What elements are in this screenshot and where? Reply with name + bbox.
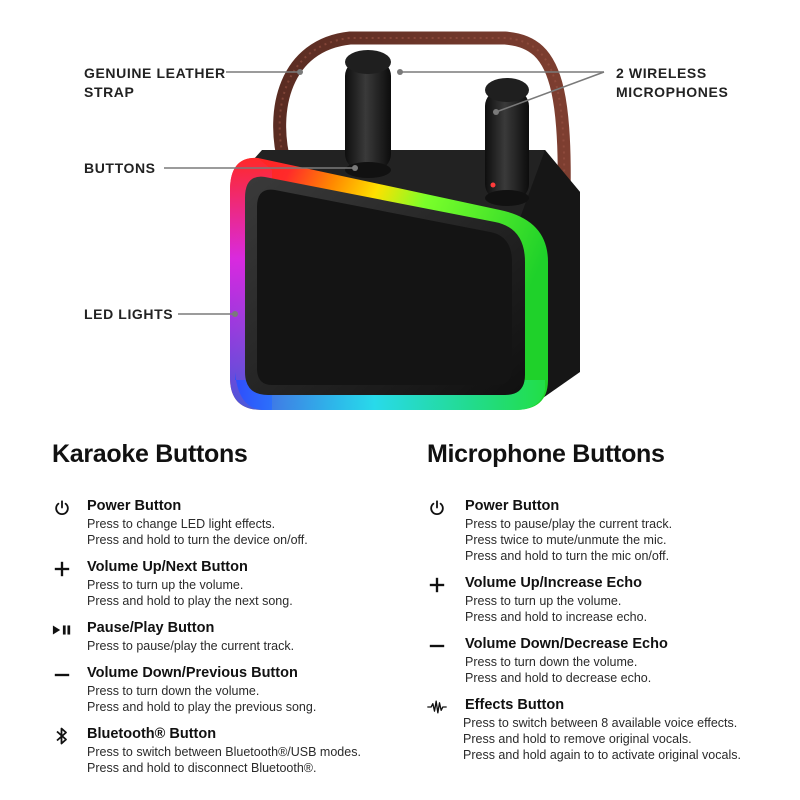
entry-title: Effects Button [465,697,565,713]
minus-icon [427,636,447,656]
callout-leather-strap: GENUINE LEATHER STRAP [84,64,226,102]
waveform-icon [427,697,447,717]
entry-title: Power Button [465,498,560,514]
microphone-buttons-section: Microphone Buttons Power Button Press to… [427,440,787,790]
callout-led-lights: LED LIGHTS [84,306,174,322]
plus-icon [427,575,447,595]
entry-description-line: Press and hold to decrease echo. [465,671,652,685]
callout-buttons: BUTTONS [84,160,156,176]
callout-mic-line-1: 2 WIRELESS [616,65,707,81]
power-icon [52,498,72,518]
entry-description-line: Press to pause/play the current track. [465,517,673,531]
microphone-section-title: Microphone Buttons [427,440,665,468]
callout-strap-line-2: STRAP [84,84,135,100]
callout-wireless-microphones: 2 WIRELESS MICROPHONES [616,64,728,102]
entry-description-line: Press to turn down the volume. [465,655,638,669]
karaoke-speaker-illustration [164,31,605,410]
entry-description-line: Press and hold to disconnect Bluetooth®. [87,761,317,775]
callout-mic-line-2: MICROPHONES [616,84,729,100]
entry-description-line: Press and hold to increase echo. [465,610,648,624]
entry-description-line: Press and hold again to to activate orig… [463,748,741,762]
entry-title: Power Button [87,498,182,514]
callout-strap-line-1: GENUINE LEATHER [84,65,226,81]
entry-description-line: Press and hold to remove original vocals… [463,732,692,746]
entry-description-line: Press and hold to play the next song. [87,594,293,608]
power-icon [427,498,447,518]
bluetooth-icon [52,726,72,746]
entry-description-line: Press and hold to play the previous song… [87,700,317,714]
entry-title: Volume Down/Decrease Echo [465,636,668,652]
entry-description-line: Press to switch between Bluetooth®/USB m… [87,745,361,759]
karaoke-section-title: Karaoke Buttons [52,440,248,468]
play-pause-icon [52,620,72,640]
plus-icon [52,559,72,579]
entry-description-line: Press twice to mute/unmute the mic. [465,533,667,547]
entry-description-line: Press and hold to turn the device on/off… [87,533,308,547]
entry-description-line: Press to pause/play the current track. [87,639,295,653]
karaoke-buttons-section: Karaoke Buttons Power Button Press to ch… [52,440,412,790]
entry-title: Volume Up/Next Button [87,559,248,575]
entry-description-line: Press to turn up the volume. [87,578,244,592]
entry-description-line: Press and hold to turn the mic on/off. [465,549,670,563]
entry-description-line: Press to change LED light effects. [87,517,276,531]
entry-description-line: Press to turn down the volume. [87,684,260,698]
entry-description-line: Press to turn up the volume. [465,594,622,608]
minus-icon [52,665,72,685]
entry-title: Pause/Play Button [87,620,215,636]
entry-title: Volume Up/Increase Echo [465,575,643,591]
entry-description-line: Press to switch between 8 available voic… [463,716,738,730]
entry-title: Bluetooth® Button [87,726,217,742]
entry-title: Volume Down/Previous Button [87,665,298,681]
